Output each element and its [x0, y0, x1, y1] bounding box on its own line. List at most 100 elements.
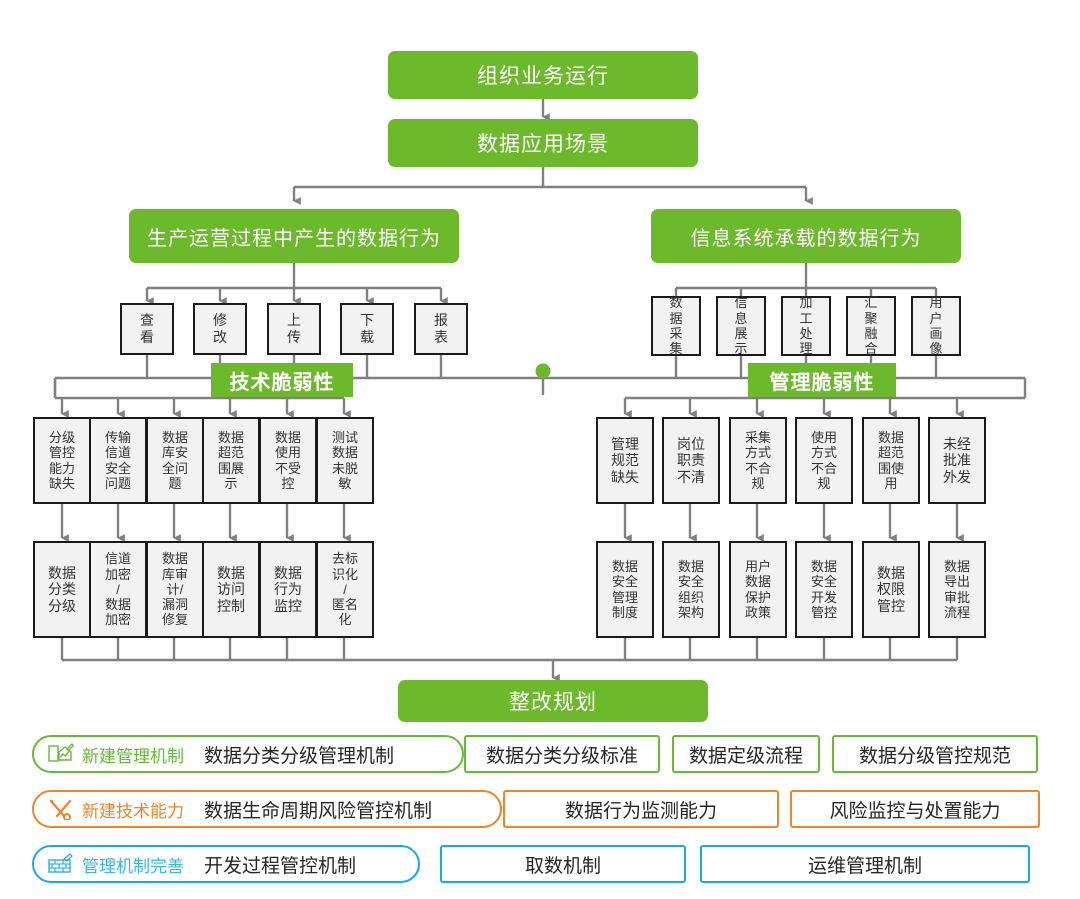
behavior-box-left-line: 载 — [360, 329, 374, 345]
mgmt-issue-box-line: 用 — [884, 475, 898, 491]
tech-issue-box-line: 围展 — [217, 460, 244, 476]
node-data-application-scenario[interactable]: 数据应用场景 — [388, 119, 698, 167]
node-branch-information-system[interactable]: 信息系统承载的数据行为 — [651, 209, 961, 263]
mgmt-control-box-line: 安全 — [611, 574, 638, 590]
mgmt-issue-box-line: 规范 — [611, 452, 639, 469]
node-branch-production-operation[interactable]: 生产运营过程中产生的数据行为 — [129, 209, 459, 263]
mgmt-control-box-line: 架构 — [677, 604, 704, 620]
tag-technical-vulnerability[interactable]: 技术脆弱性 — [211, 363, 353, 397]
behavior-box-left[interactable]: 下载 — [340, 303, 394, 355]
legend-item-label: 数据分级管控规范 — [858, 745, 1011, 767]
legend-item-label: 数据分类分级标准 — [485, 745, 638, 767]
legend-item-label: 取数机制 — [524, 855, 601, 877]
tech-issue-box[interactable]: 数据超范围展示 — [202, 417, 260, 504]
tech-issue-box-line: 控 — [281, 475, 295, 491]
mgmt-control-box-line: 数据 — [744, 574, 771, 590]
node-label: 数据应用场景 — [477, 133, 609, 156]
legend-item-pill[interactable]: 运维管理机制 — [700, 845, 1030, 883]
center-junction-dot — [535, 363, 551, 379]
tech-control-box[interactable]: 信道加密/数据加密 — [89, 541, 147, 638]
mgmt-control-box[interactable]: 数据权限管控 — [862, 541, 920, 638]
behavior-box-right[interactable]: 数据采集 — [651, 295, 701, 356]
node-organization-business-operation[interactable]: 组织业务运行 — [388, 51, 698, 99]
tech-issue-box[interactable]: 数据使用不受控 — [259, 417, 317, 504]
tech-control-box-line: 行为 — [274, 581, 302, 598]
mgmt-control-box[interactable]: 数据安全管理制度 — [596, 541, 654, 638]
behavior-box-left[interactable]: 上传 — [267, 303, 321, 355]
legend-primary-item: 数据分类分级管理机制 — [204, 745, 395, 767]
tech-control-box[interactable]: 数据行为监控 — [259, 541, 317, 638]
mgmt-control-box[interactable]: 用户数据保护政策 — [729, 541, 787, 638]
mgmt-issue-box-line: 规 — [751, 475, 765, 491]
behavior-box-right[interactable]: 汇聚融合 — [846, 295, 896, 356]
mgmt-issue-box-line: 管理 — [611, 435, 639, 452]
tech-control-box-line: 分级 — [48, 597, 76, 614]
legend-item-pill[interactable]: 数据定级流程 — [672, 735, 820, 773]
node-label: 信息系统承载的数据行为 — [690, 227, 922, 250]
behavior-box-right[interactable]: 用户画像 — [911, 295, 961, 356]
mgmt-control-box[interactable]: 数据导出审批流程 — [928, 541, 986, 638]
tech-control-box-line: 修复 — [161, 612, 188, 628]
tech-issue-box-line: 数据 — [274, 429, 301, 445]
behavior-box-right-line: 画 — [929, 326, 943, 341]
tech-issue-box[interactable]: 传输信道安全问题 — [89, 417, 147, 504]
tech-issue-box-line: 示 — [224, 475, 238, 491]
tech-control-box-line: 监控 — [274, 597, 302, 614]
legend-primary-pill-1[interactable]: 新建管理机制数据分类分级管理机制 — [32, 735, 464, 773]
tag-management-vulnerability[interactable]: 管理脆弱性 — [748, 363, 896, 397]
tech-issue-box[interactable]: 数据库安全问题 — [146, 417, 204, 504]
mgmt-control-box[interactable]: 数据安全开发管控 — [795, 541, 853, 638]
legend-item-pill[interactable]: 数据分级管控规范 — [832, 735, 1038, 773]
legend-item-pill[interactable]: 风险监控与处置能力 — [790, 790, 1040, 828]
mgmt-control-box[interactable]: 数据安全组织架构 — [662, 541, 720, 638]
behavior-box-right-line: 户 — [929, 310, 943, 326]
mgmt-issue-box[interactable]: 岗位职责不清 — [662, 417, 720, 504]
mgmt-control-box-line: 审批 — [943, 589, 970, 605]
behavior-box-left[interactable]: 修改 — [193, 303, 247, 355]
legend-item-pill[interactable]: 数据分类分级标准 — [464, 735, 660, 773]
mgmt-issue-box[interactable]: 未经批准外发 — [928, 417, 986, 504]
tech-control-box-line: 匿名 — [331, 597, 358, 613]
legend-primary-item: 数据生命周期风险管控机制 — [204, 800, 433, 822]
mgmt-issue-box[interactable]: 采集方式不合规 — [729, 417, 787, 504]
tech-control-box-line: 加密 — [104, 612, 131, 628]
tech-control-box[interactable]: 数据分类分级 — [33, 541, 91, 638]
mgmt-issue-box-line: 使用 — [810, 429, 837, 445]
legend-item-pill[interactable]: 数据行为监测能力 — [503, 790, 779, 828]
mgmt-control-box-line: 流程 — [943, 604, 970, 620]
behavior-box-left[interactable]: 报表 — [414, 303, 468, 355]
tech-control-box-line: 数据 — [217, 564, 245, 581]
behavior-box-right[interactable]: 加工处理 — [781, 295, 831, 356]
tech-issue-box-line: 敏 — [338, 475, 352, 491]
tech-control-box-line: 访问 — [217, 581, 245, 598]
legend-primary-pill-2[interactable]: 新建技术能力数据生命周期风险管控机制 — [32, 790, 502, 828]
mgmt-issue-box-line: 未经 — [943, 435, 971, 452]
behavior-box-left-line: 改 — [213, 329, 227, 345]
mgmt-issue-box[interactable]: 数据超范围使用 — [862, 417, 920, 504]
node-rectification-plan[interactable]: 整改规划 — [398, 680, 708, 722]
node-label: 整改规划 — [509, 691, 597, 714]
behavior-box-left-line: 下 — [360, 312, 374, 329]
behavior-box-right-line: 工 — [799, 310, 813, 326]
tech-issue-box[interactable]: 分级管控能力缺失 — [33, 417, 91, 504]
node-label: 组织业务运行 — [477, 65, 609, 88]
behavior-box-left-line: 表 — [434, 329, 448, 345]
mgmt-control-box-line: 权限 — [877, 581, 905, 598]
tech-issue-box-line: 测试 — [331, 429, 358, 445]
tech-issue-box-line: 库安 — [161, 445, 188, 461]
tech-control-box[interactable]: 数据访问控制 — [202, 541, 260, 638]
behavior-box-right-line: 汇 — [864, 295, 878, 311]
legend-item-pill[interactable]: 取数机制 — [440, 845, 686, 883]
mgmt-issue-box-line: 缺失 — [611, 468, 639, 485]
behavior-box-right-line: 示 — [734, 341, 748, 357]
mgmt-issue-box[interactable]: 使用方式不合规 — [795, 417, 853, 504]
behavior-box-right[interactable]: 信息展示 — [716, 295, 766, 357]
tech-control-box[interactable]: 去标识化/匿名化 — [316, 541, 374, 638]
mgmt-control-box-line: 保护 — [744, 589, 771, 605]
tech-issue-box[interactable]: 测试数据未脱敏 — [316, 417, 374, 504]
legend-primary-pill-3[interactable]: 管理机制完善开发过程管控机制 — [32, 845, 420, 883]
tech-control-box[interactable]: 数据库审计/漏洞修复 — [146, 541, 204, 638]
mgmt-issue-box[interactable]: 管理规范缺失 — [596, 417, 654, 504]
behavior-box-left[interactable]: 查看 — [120, 303, 174, 355]
